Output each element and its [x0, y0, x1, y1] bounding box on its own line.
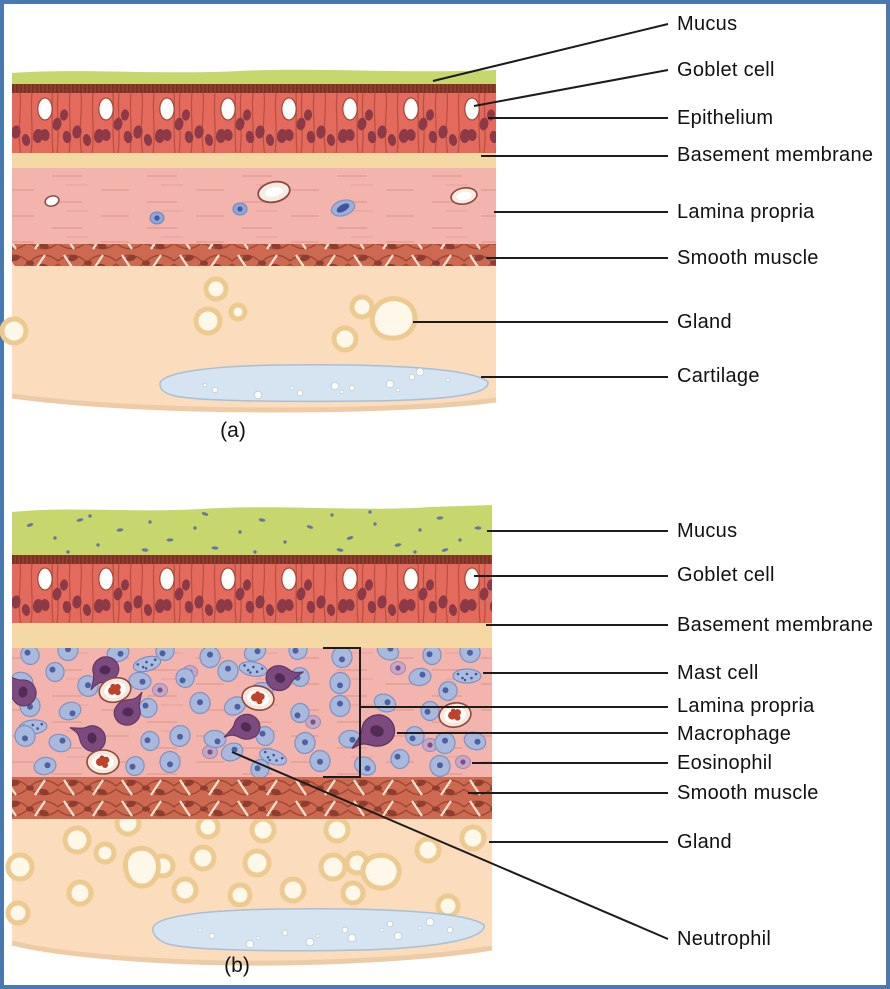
- label-goblet-a: Goblet cell: [677, 59, 775, 81]
- gland-blob: [369, 296, 418, 341]
- leader-lamina-bracket-b: [323, 647, 361, 778]
- label-mastcell-b: Mast cell: [677, 662, 759, 684]
- lamina-texture: [12, 167, 496, 247]
- label-macrophage-b: Macrophage: [677, 723, 792, 745]
- label-epithelium-a: Epithelium: [677, 107, 774, 129]
- cartilage-lacunae: [197, 917, 454, 949]
- label-gland-a: Gland: [677, 311, 732, 333]
- label-cartilage-a: Cartilage: [677, 365, 760, 387]
- mucus-layer: [12, 505, 492, 560]
- cartilage: [152, 908, 485, 952]
- label-mucus-a: Mucus: [677, 13, 738, 35]
- tissue-bottom-edge: [11, 393, 497, 413]
- leader-neutrophil-b: [231, 751, 669, 940]
- gland-group: [0, 276, 375, 353]
- gland-blob: [360, 852, 402, 891]
- tissue-bottom-edge: [11, 940, 493, 966]
- leader-lines-b: [231, 530, 669, 940]
- cartilage-lacunae: [202, 367, 451, 400]
- label-lamina-a: Lamina propria: [677, 201, 815, 223]
- mucus-debris: [26, 510, 482, 554]
- leader-lines-a: [413, 23, 669, 378]
- cilia-band: [12, 555, 492, 564]
- leader-goblet-a: [473, 69, 669, 107]
- lamina-cells-a: [44, 180, 478, 225]
- leader-mucus-a: [432, 23, 669, 82]
- label-mucus-b: Mucus: [677, 520, 738, 542]
- label-basement-b: Basement membrane: [677, 614, 874, 636]
- basement-membrane-layer: [12, 152, 496, 168]
- label-eosinophil-b: Eosinophil: [677, 752, 773, 774]
- label-muscle-b: Smooth muscle: [677, 782, 819, 804]
- cartilage: [159, 364, 489, 403]
- panel-a-caption: (a): [220, 419, 246, 442]
- label-lamina-b: Lamina propria: [677, 695, 815, 717]
- label-muscle-a: Smooth muscle: [677, 247, 819, 269]
- gland-blob: [123, 845, 161, 889]
- panel-a-illustration: [0, 69, 497, 413]
- smooth-muscle-layer: [12, 244, 496, 266]
- smooth-muscle-layer: [12, 777, 492, 819]
- basement-membrane-layer: [12, 622, 492, 648]
- label-goblet-b: Goblet cell: [677, 564, 775, 586]
- label-gland-b: Gland: [677, 831, 732, 853]
- panel-b-illustration: [5, 505, 493, 966]
- cilia-band: [12, 84, 496, 93]
- label-basement-a: Basement membrane: [677, 144, 874, 166]
- panel-b-caption: (b): [224, 954, 250, 977]
- immune-cell-infiltrate: [12, 646, 487, 779]
- label-neutrophil-b: Neutrophil: [677, 928, 772, 950]
